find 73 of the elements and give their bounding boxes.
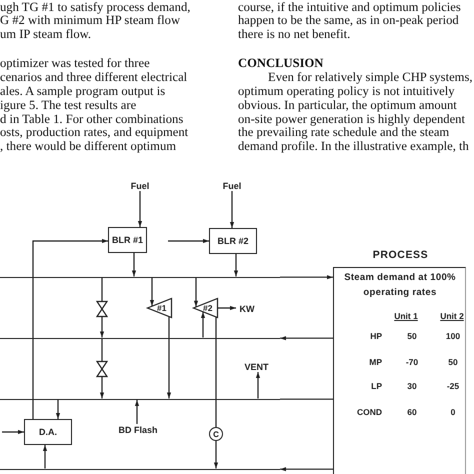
row-label: MP — [369, 357, 382, 368]
pipe-line — [166, 316, 172, 398]
diagram-label: VENT — [243, 361, 270, 372]
pipe-line — [280, 398, 333, 400]
process-heading: PROCESS — [372, 249, 430, 261]
pipe-line — [218, 306, 236, 310]
pipe-line — [280, 467, 333, 472]
pipe-line — [42, 445, 48, 468]
pipe-line — [150, 278, 154, 306]
body-text-line: um IP steam flow. — [0, 27, 92, 41]
pipe-line — [194, 278, 198, 307]
equipment-box: BLR #2 — [209, 228, 257, 254]
diagram-label: Fuel — [220, 180, 244, 191]
pipe-line — [215, 317, 217, 427]
table-value: 0 — [450, 407, 456, 418]
pipe-line — [256, 372, 260, 398]
table-value: 60 — [407, 407, 417, 418]
pipe-line — [101, 339, 103, 361]
pipe-line — [280, 275, 333, 280]
table-value: 50 — [407, 331, 417, 342]
pipe-line — [2, 430, 24, 434]
table-title: Steam demand at 100% operating rates — [343, 271, 457, 300]
table-value: 30 — [407, 381, 417, 392]
turbine-label: #2 — [203, 303, 212, 313]
body-text-line: G #2 with minimum HP steam flow — [0, 13, 180, 27]
pipe-line — [132, 253, 136, 276]
body-text-line: igure 5. The test results are — [0, 98, 136, 112]
pipe-line — [32, 238, 108, 419]
table-value: -70 — [406, 357, 418, 368]
row-label: COND — [356, 407, 382, 418]
body-text-line: on-site power generation is highly dependent — [238, 112, 465, 126]
pipe-line — [100, 377, 104, 398]
pipe-line — [280, 336, 333, 340]
equipment-box: D.A. — [24, 419, 72, 445]
body-text-line: d in Table 1. For other combinations — [0, 112, 184, 126]
pipe-line — [168, 238, 209, 244]
pipe-line — [100, 317, 104, 338]
pipe-line — [101, 278, 103, 301]
column-header: Unit 2 — [440, 311, 464, 322]
body-text-line: optimum operating policy is not intuitively — [238, 84, 455, 98]
equipment-box: BLR #1 — [108, 227, 147, 253]
pipe-line — [230, 191, 234, 228]
pipe-line — [134, 400, 140, 424]
body-text-line: there is no net benefit. — [238, 27, 350, 41]
pipe-line — [56, 400, 60, 419]
body-text-line: osts, production rates, and equipment — [0, 125, 188, 139]
row-label: LP — [371, 381, 382, 392]
body-text-line: course, if the intuitive and optimum policies — [238, 0, 461, 14]
body-text-line: happen to be the same, as in on-peak period — [238, 13, 459, 27]
pipe-line — [214, 441, 218, 468]
column-header: Unit 1 — [394, 311, 418, 322]
body-text-line: ales. A sample program output is — [0, 84, 166, 98]
pipe-line — [200, 312, 206, 338]
diagram-label: KW — [236, 303, 258, 314]
table-value: 100 — [446, 331, 460, 342]
body-text-line: Even for relatively simple CHP systems, — [268, 70, 473, 84]
table-value: -25 — [446, 381, 460, 392]
body-text-line: ugh TG #1 to satisfy process demand, — [0, 0, 190, 14]
pipe-line — [138, 191, 142, 227]
table-value: 50 — [448, 357, 458, 368]
body-text-line: obvious. In particular, the optimum amount — [238, 98, 457, 112]
body-text-line: the prevailing rate schedule and the steam — [238, 125, 450, 139]
body-text-line: demand profile. In the illustrative example, th — [238, 139, 469, 153]
section-heading: CONCLUSION — [238, 56, 324, 70]
pipe-line — [234, 254, 238, 276]
row-label: HP — [370, 331, 382, 342]
body-text-line: , there would be different optimum — [0, 139, 176, 153]
condenser-circle: C — [209, 427, 223, 441]
diagram-label: Fuel — [128, 180, 152, 191]
diagram-label: BD Flash — [110, 424, 166, 436]
body-text-line: optimizer was tested for three — [0, 56, 150, 70]
body-text-line: cenarios and three different electrical — [0, 70, 188, 84]
turbine-label: #1 — [157, 303, 166, 313]
